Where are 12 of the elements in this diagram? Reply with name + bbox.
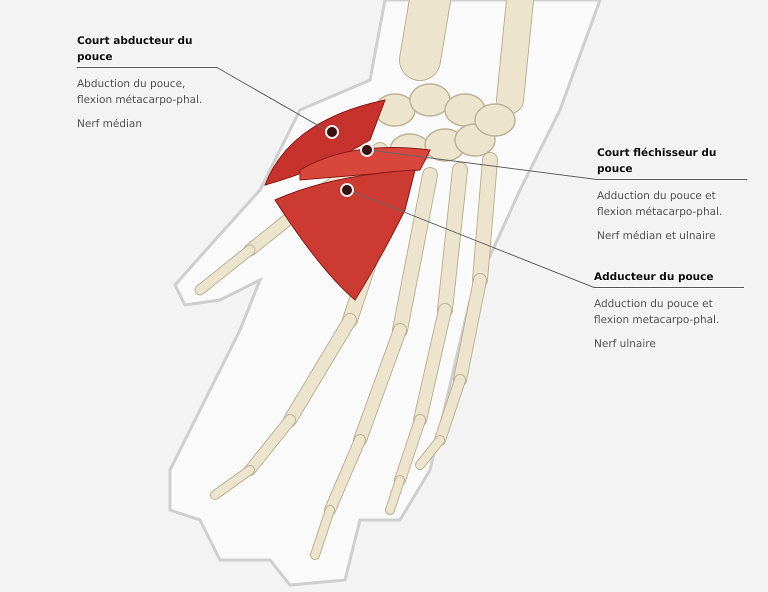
muscle-name: Adducteur du pouce [594, 269, 744, 288]
muscle-name: Court fléchisseur du pouce [597, 145, 747, 180]
leader-line [373, 150, 598, 180]
leader-line [216, 67, 326, 130]
nerve-text: Nerf médian [77, 117, 144, 132]
leader-line [353, 192, 594, 288]
nerve-text: Nerf médian et ulnaire [597, 229, 716, 244]
nerve-text: Nerf ulnaire [594, 337, 657, 352]
muscle-name: Court abducteur du pouce [77, 33, 217, 68]
action-text: Adduction du pouce et flexion metacarpo-phal. [594, 297, 720, 328]
action-text: Abduction du pouce, flexion métacarpo-phal. [77, 77, 204, 108]
action-text: Adduction du pouce et flexion métacarpo-phal. [597, 189, 724, 220]
